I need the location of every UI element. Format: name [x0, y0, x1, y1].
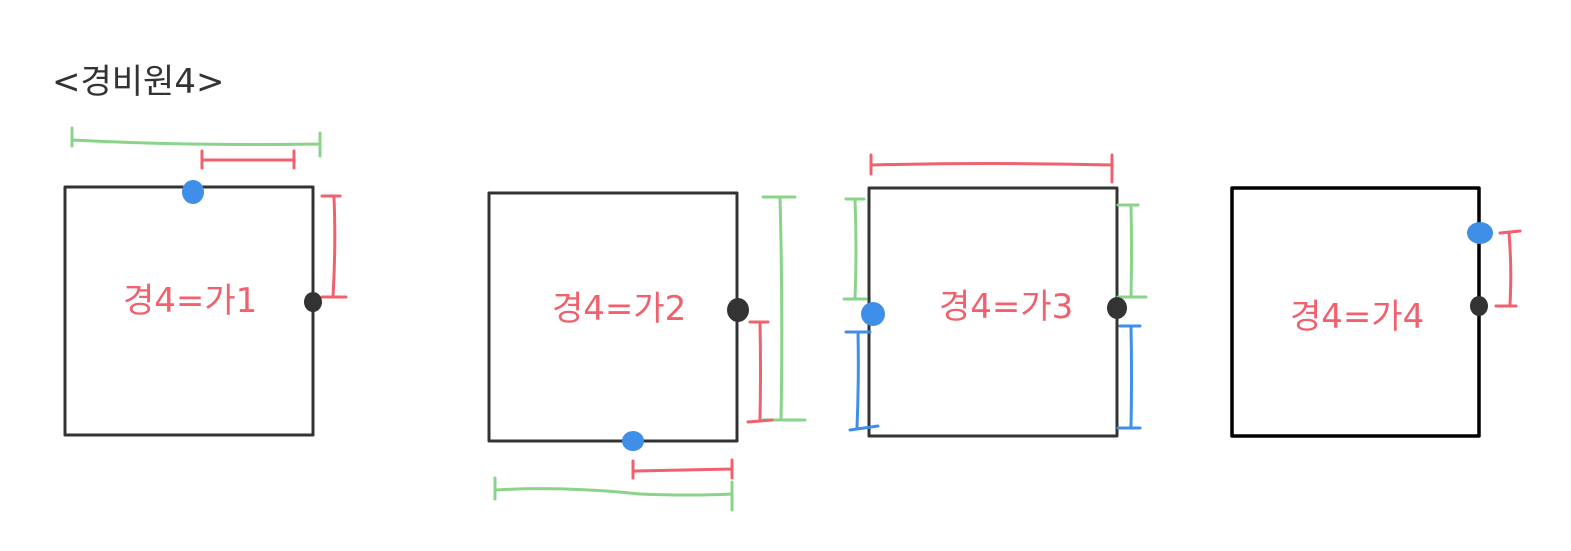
- blue-point-3: [861, 302, 885, 326]
- square-3-label: 경4=가3: [939, 287, 1073, 327]
- black-point-4: [1470, 296, 1488, 316]
- green-top-bracket-1: [70, 126, 322, 158]
- panel-1: 경4=가1: [63, 126, 348, 437]
- square-4-label: 경4=가4: [1290, 297, 1424, 337]
- green-right-bracket-2: [761, 195, 807, 422]
- red-top-bracket-1: [200, 149, 296, 170]
- red-right-bracket-4: [1494, 229, 1522, 308]
- red-top-bracket-3: [869, 153, 1114, 184]
- blue-point-2: [622, 431, 644, 451]
- red-right-bracket-1: [320, 194, 348, 299]
- square-1-label: 경4=가1: [123, 281, 257, 321]
- green-right-bracket-3: [1116, 203, 1148, 299]
- black-point-2: [727, 298, 749, 322]
- panel-2: 경4=가2: [487, 191, 807, 512]
- blue-point-4: [1467, 222, 1493, 244]
- panel-4: 경4=가4: [1230, 186, 1522, 438]
- blue-point-1: [182, 180, 204, 204]
- diagram-title: <경비원4>: [52, 62, 224, 102]
- red-right-bracket-2: [746, 320, 774, 424]
- black-point-3: [1107, 297, 1127, 319]
- green-bottom-bracket-2: [493, 476, 734, 512]
- blue-left-bracket-3: [844, 330, 880, 432]
- red-bottom-bracket-2: [631, 458, 734, 480]
- green-left-bracket-3: [842, 197, 868, 301]
- panel-3: 경4=가3: [842, 153, 1148, 438]
- blue-right-bracket-3: [1116, 324, 1142, 430]
- black-point-1: [304, 292, 322, 312]
- square-2-label: 경4=가2: [552, 289, 686, 329]
